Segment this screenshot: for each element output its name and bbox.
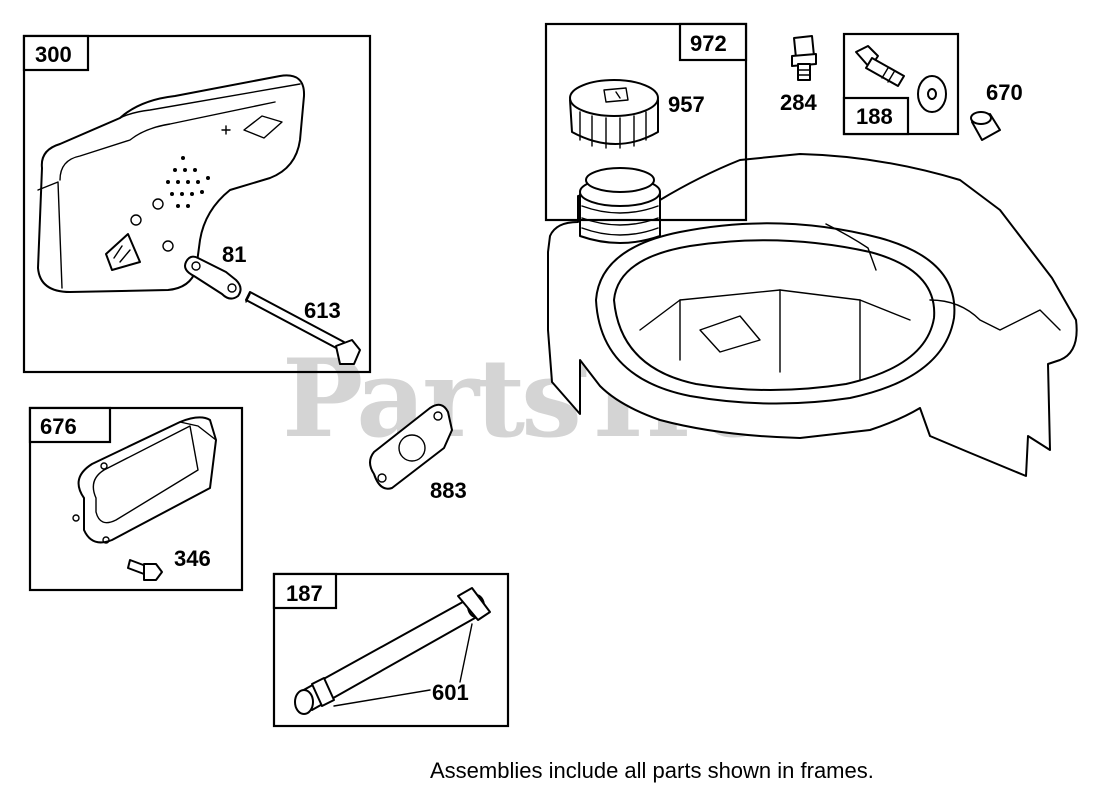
frame-tag xyxy=(22,34,90,72)
lock-plate-part[interactable] xyxy=(184,255,242,300)
muffler-guard-part[interactable] xyxy=(72,416,217,544)
assembly-label-muffler-guard[interactable]: 676 xyxy=(40,414,77,439)
blower-housing-part[interactable] xyxy=(547,153,1078,477)
frame-tag xyxy=(842,96,910,136)
frame-border xyxy=(272,572,510,728)
spacer-part[interactable] xyxy=(970,111,1001,141)
breather-tube-part[interactable] xyxy=(294,587,491,715)
washer-part[interactable] xyxy=(917,75,947,113)
shoulder-bolt-part[interactable] xyxy=(855,45,905,87)
part-label-fuel-cap[interactable]: 957 xyxy=(668,92,705,117)
frame-tag xyxy=(678,22,748,62)
part-label-lock-plate[interactable]: 81 xyxy=(222,242,246,267)
clamp-leader-lines xyxy=(333,623,473,707)
assembly-label-bolt-spacer[interactable]: 188 xyxy=(856,104,893,129)
part-label-clamp[interactable]: 601 xyxy=(432,680,469,705)
footnote: Assemblies include all parts shown in fr… xyxy=(430,758,874,783)
screw-613-part[interactable] xyxy=(245,291,361,365)
frame-border xyxy=(544,22,748,222)
screw-346-part[interactable] xyxy=(127,559,163,581)
frame-border xyxy=(28,406,244,592)
part-label-fitting[interactable]: 284 xyxy=(780,90,817,115)
assembly-frame-breather-tube[interactable]: 187 601 xyxy=(272,572,510,728)
part-label-spacer[interactable]: 670 xyxy=(986,80,1023,105)
assembly-frame-fuel-tank[interactable]: 972 957 xyxy=(544,22,748,222)
assembly-label-breather-tube[interactable]: 187 xyxy=(286,581,323,606)
frame-border xyxy=(22,34,372,374)
assembly-frame-bolt-spacer[interactable]: 188 xyxy=(842,32,960,136)
frame-tag xyxy=(28,406,112,444)
assembly-frame-muffler[interactable]: 300 xyxy=(22,34,372,374)
part-label-screw-346[interactable]: 346 xyxy=(174,546,211,571)
assembly-label-muffler[interactable]: 300 xyxy=(35,42,72,67)
fuel-cap-part[interactable] xyxy=(569,79,659,149)
gasket-part[interactable] xyxy=(369,403,453,490)
fitting-part[interactable] xyxy=(791,35,817,81)
part-label-screw-613[interactable]: 613 xyxy=(304,298,341,323)
part-label-gasket[interactable]: 883 xyxy=(430,478,467,503)
muffler-part[interactable] xyxy=(37,74,306,293)
assembly-frame-muffler-guard[interactable]: 676 346 xyxy=(28,406,244,592)
assembly-label-fuel-tank[interactable]: 972 xyxy=(690,31,727,56)
frame-tag xyxy=(272,572,338,610)
